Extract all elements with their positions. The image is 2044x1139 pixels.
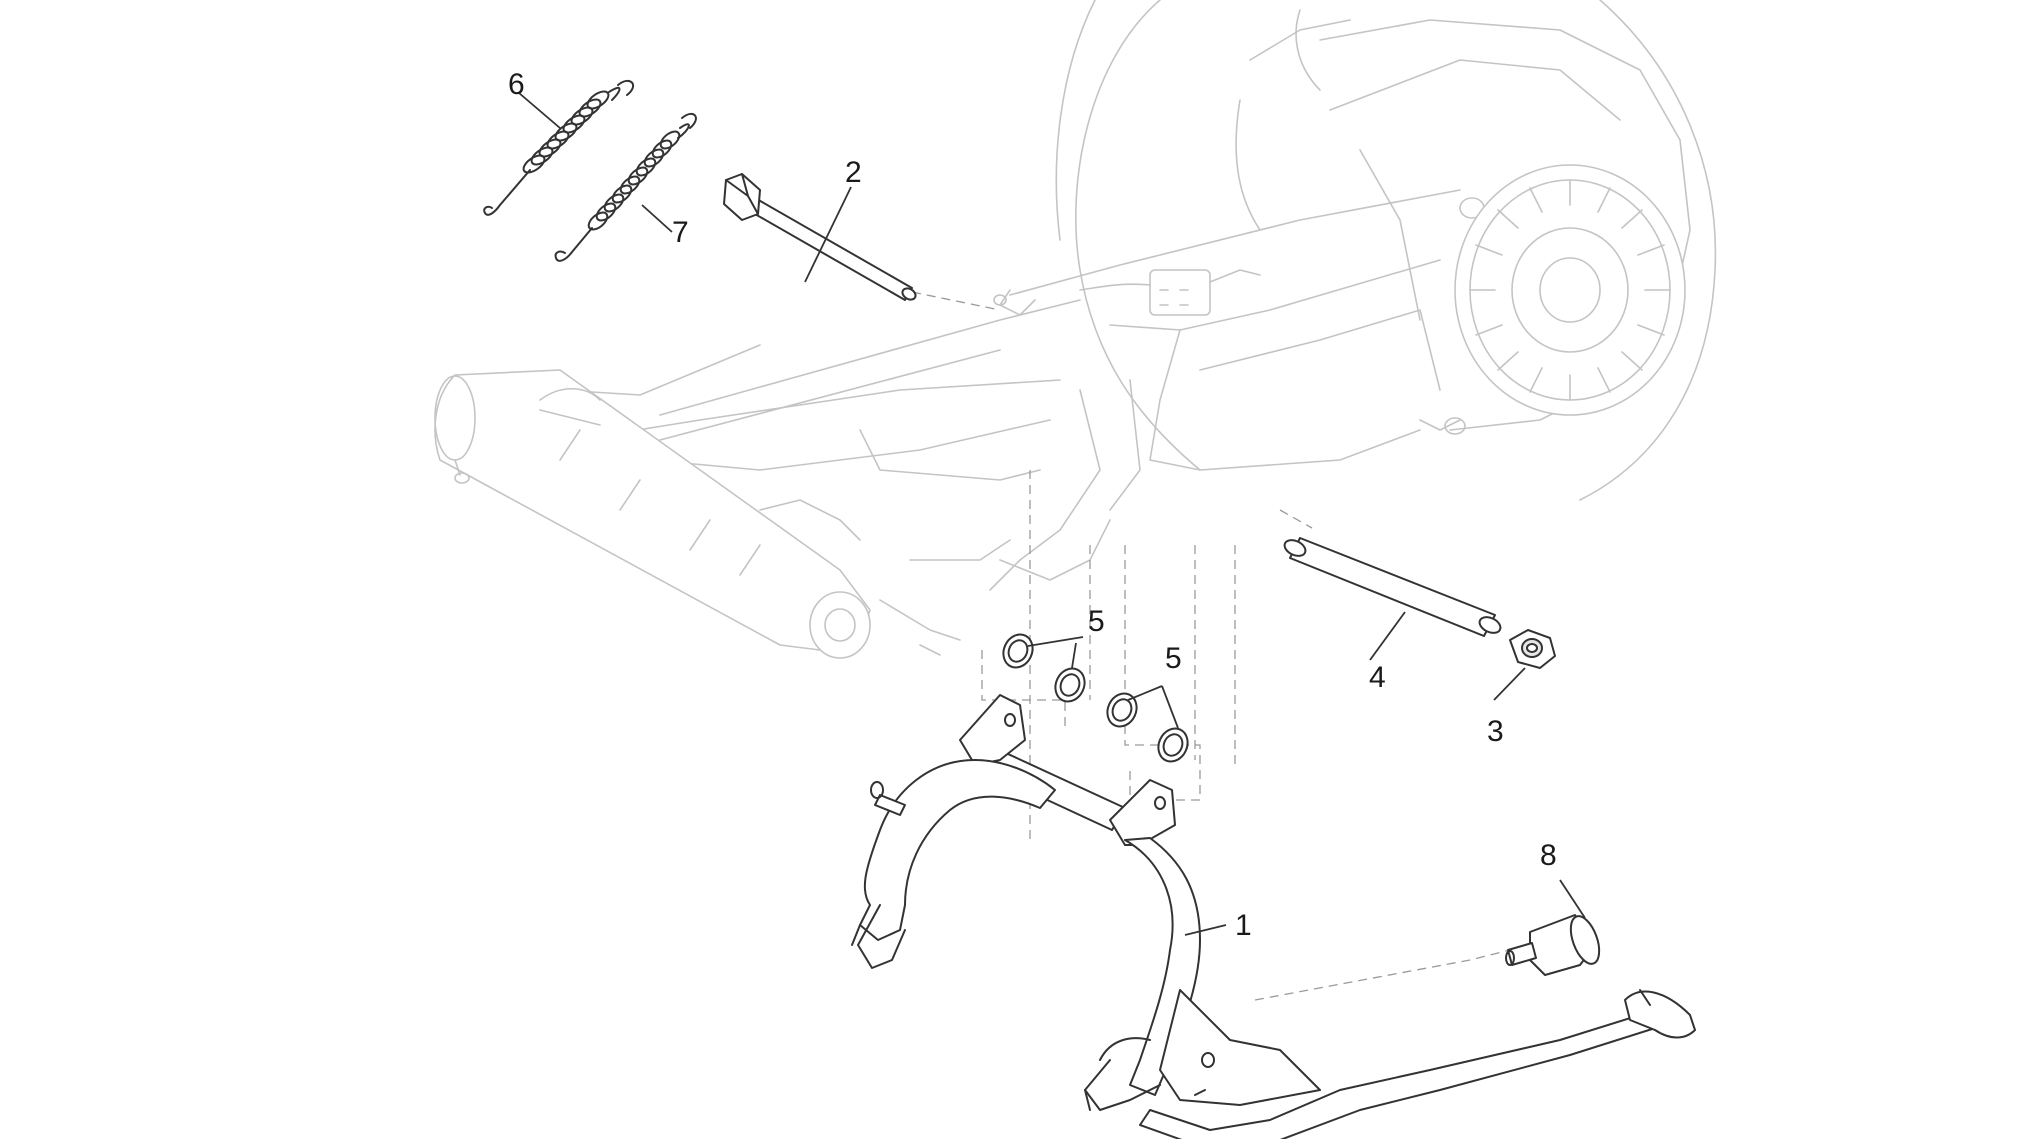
- callout-label-washer-left: 5: [1088, 605, 1105, 638]
- callout-label-washer-right: 5: [1165, 642, 1182, 675]
- spring-a: [483, 79, 635, 216]
- washers: [1002, 633, 1189, 763]
- leader-lines: [518, 92, 1586, 936]
- fan-fins: [1469, 179, 1671, 401]
- ghost-background-assembly: [434, 0, 1717, 659]
- callout-label-stand: 1: [1235, 909, 1252, 942]
- spring-b: [554, 112, 697, 262]
- callout-label-rubber-buffer: 8: [1540, 839, 1557, 872]
- callout-label-spring-b: 7: [672, 216, 689, 249]
- callout-label-nut: 3: [1487, 715, 1504, 748]
- callout-label-spacer-tube: 4: [1369, 661, 1386, 694]
- rubber-buffer: [1505, 914, 1601, 976]
- nut: [1509, 629, 1556, 669]
- center-stand: [851, 694, 1696, 1139]
- bolt: [723, 173, 917, 301]
- callout-label-bolt: 2: [845, 156, 862, 189]
- spacer-tube: [1283, 537, 1502, 637]
- callout-label-spring-a: 6: [508, 68, 525, 101]
- callout-labels: 1 2 3 4 5 5 6 7 8: [508, 68, 1557, 942]
